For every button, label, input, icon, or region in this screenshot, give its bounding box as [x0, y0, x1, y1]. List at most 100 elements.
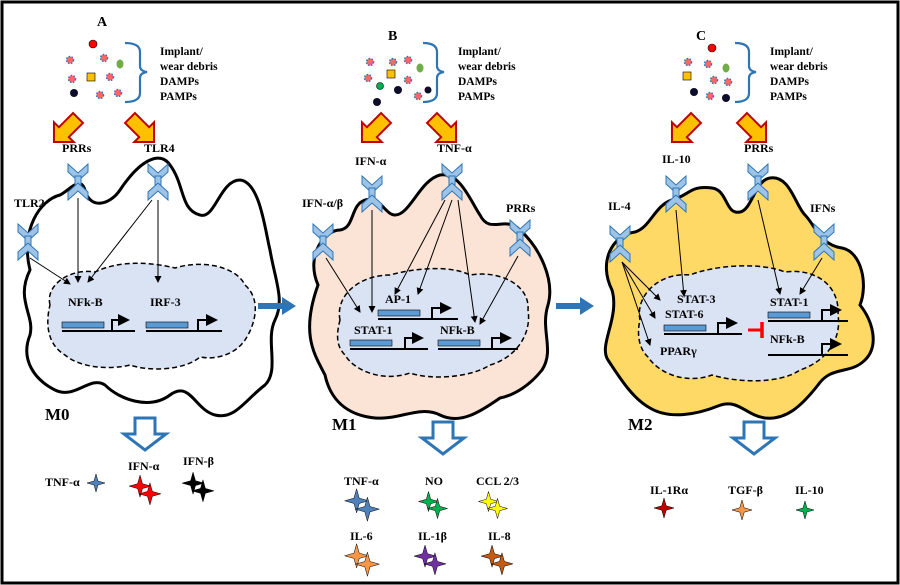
- debris-particles-a: [65, 39, 124, 100]
- cytokine-star-tnf-icon: [343, 487, 381, 523]
- nucleus-m0: [47, 262, 257, 370]
- receptor-prrs-c: [747, 162, 769, 202]
- debris-label-line4: PAMPs: [160, 91, 197, 103]
- debris-label-line1: Implant/: [458, 46, 502, 58]
- debris-label-line4: PAMPs: [458, 91, 495, 103]
- panel-a-letter: A: [97, 15, 108, 30]
- tf-irf3-a: IRF-3: [150, 295, 181, 309]
- flow-arrow-b-to-c: [556, 297, 594, 315]
- debris-label-line3: DAMPs: [770, 76, 809, 88]
- receptor-label-il10: IL-10: [662, 152, 691, 166]
- output-label-ccl23: CCL 2/3: [476, 474, 519, 488]
- cytokine-star-ifn-icon: [181, 471, 215, 503]
- output-label-il1ra: IL-1Rα: [650, 483, 688, 497]
- panel-c-letter: C: [696, 29, 706, 44]
- debris-label-line3: DAMPs: [160, 76, 199, 88]
- panel-b-letter: B: [388, 29, 397, 44]
- receptor-tlr2-a: [17, 222, 39, 262]
- debris-label-line1: Implant/: [770, 46, 814, 58]
- output-label-tnfa: TNF-α: [344, 474, 379, 488]
- outputs-panel-c: IL-1Rα TGF-β IL-10: [650, 483, 824, 497]
- receptor-ifna-b: [361, 174, 383, 214]
- receptor-label-tnfa: TNF-α: [437, 141, 472, 155]
- output-label-tnfa: TNF-α: [45, 475, 80, 489]
- cytokine-star-il-8-icon: [480, 544, 514, 576]
- gene-promoters-c: [663, 304, 848, 356]
- debris-label-line1: Implant/: [160, 46, 204, 58]
- output-arrow-b: [417, 420, 469, 456]
- debris-arrow-left-b: [360, 111, 393, 144]
- debris-label-line2: wear debris: [458, 61, 516, 73]
- debris-label-line2: wear debris: [770, 61, 828, 73]
- debris-bracket-c: [734, 41, 757, 104]
- tf-stat1-c: STAT-1: [770, 295, 808, 309]
- debris-arrow-left-a: [52, 111, 85, 144]
- output-label-ifna: IFN-α: [128, 459, 160, 473]
- output-label-il10: IL-10: [795, 483, 824, 497]
- output-arrow-a: [119, 416, 171, 452]
- receptor-label-prrs: PRRs: [744, 141, 774, 155]
- receptor-prrs-a: [67, 162, 89, 202]
- receptor-ifns-c: [813, 222, 835, 262]
- inhibition-symbol: [748, 322, 764, 338]
- debris-particles-b: [363, 55, 432, 106]
- receptor-label-il4: IL-4: [608, 199, 631, 213]
- cytokine-star-il-6-icon: [343, 542, 381, 578]
- debris-label-line4: PAMPs: [770, 91, 807, 103]
- output-label-tgfb: TGF-β: [728, 483, 763, 497]
- outputs-panel-b: TNF-α NO CCL 2/3 IL-6 IL-1β IL-8: [344, 474, 519, 543]
- state-label-m1: M1: [332, 415, 357, 434]
- tf-nfkb-b: NFk-B: [440, 323, 475, 337]
- gene-promoters-b: [349, 302, 518, 350]
- cytokine-star-tgf-icon: [731, 499, 753, 521]
- output-arrow-c: [728, 420, 780, 456]
- debris-arrow-right-b: [425, 111, 458, 144]
- panel-a: A Implant/ wear debris DAMPs PAMPs: [14, 15, 281, 452]
- receptor-label-tlr2: TLR2: [14, 196, 45, 210]
- tf-stat6-c: STAT-6: [665, 307, 703, 321]
- debris-arrow-right-a: [123, 111, 156, 144]
- receptor-il4-c: [609, 224, 631, 264]
- outputs-panel-a: TNF-α IFN-α IFN-β: [45, 454, 214, 489]
- signal-arrows-c: [621, 199, 823, 346]
- debris-arrow-right-c: [735, 111, 768, 144]
- state-label-m2: M2: [628, 415, 653, 434]
- debris-label-line2: wear debris: [160, 61, 218, 73]
- receptor-label-ifnab: IFN-α/β: [302, 196, 343, 210]
- tf-nfkb-a: NFk-B: [68, 295, 103, 309]
- debris-bracket-a: [124, 41, 148, 104]
- cytokine-star-il-1-icon: [413, 544, 447, 576]
- cytokine-star-no-icon: [417, 490, 449, 520]
- flow-arrow-a-to-b: [258, 297, 296, 315]
- gene-promoters-a: [61, 314, 222, 332]
- cytokine-star-ccl-2-3-icon: [477, 490, 509, 520]
- receptor-tlr4-a: [147, 162, 169, 202]
- output-label-il6: IL-6: [350, 529, 373, 543]
- cytokine-star-il-1r-icon: [653, 497, 675, 519]
- tf-ap1-b: AP-1: [385, 292, 411, 306]
- cytokine-star-tnf-icon: [86, 473, 106, 493]
- receptor-ifnab-b: [312, 222, 334, 262]
- cytokine-sparkles: [86, 471, 815, 578]
- state-label-m0: M0: [45, 405, 70, 424]
- receptor-label-ifna: IFN-α: [355, 154, 387, 168]
- tf-ppar-c: PPARγ: [660, 344, 697, 358]
- debris-bracket-b: [422, 41, 445, 104]
- signal-arrows-b: [325, 199, 519, 325]
- signal-arrows-a: [29, 198, 162, 285]
- tf-stat1-b: STAT-1: [354, 323, 392, 337]
- tf-nfkb-c: NFk-B: [770, 332, 805, 346]
- receptor-il10-c: [665, 174, 687, 214]
- cytokine-star-ifn-icon: [128, 474, 162, 506]
- output-label-il1b: IL-1β: [418, 529, 447, 543]
- debris-arrow-left-c: [670, 111, 703, 144]
- output-label-il8: IL-8: [488, 529, 511, 543]
- receptor-label-ifns: IFNs: [810, 201, 836, 215]
- receptor-tnfa-b: [441, 162, 463, 202]
- receptor-label-tlr4: TLR4: [144, 141, 175, 155]
- receptor-prrs-b: [509, 218, 531, 258]
- debris-particles-c: [682, 43, 733, 102]
- nucleus-m2: [637, 265, 840, 382]
- receptor-label-prrs: PRRs: [506, 201, 536, 215]
